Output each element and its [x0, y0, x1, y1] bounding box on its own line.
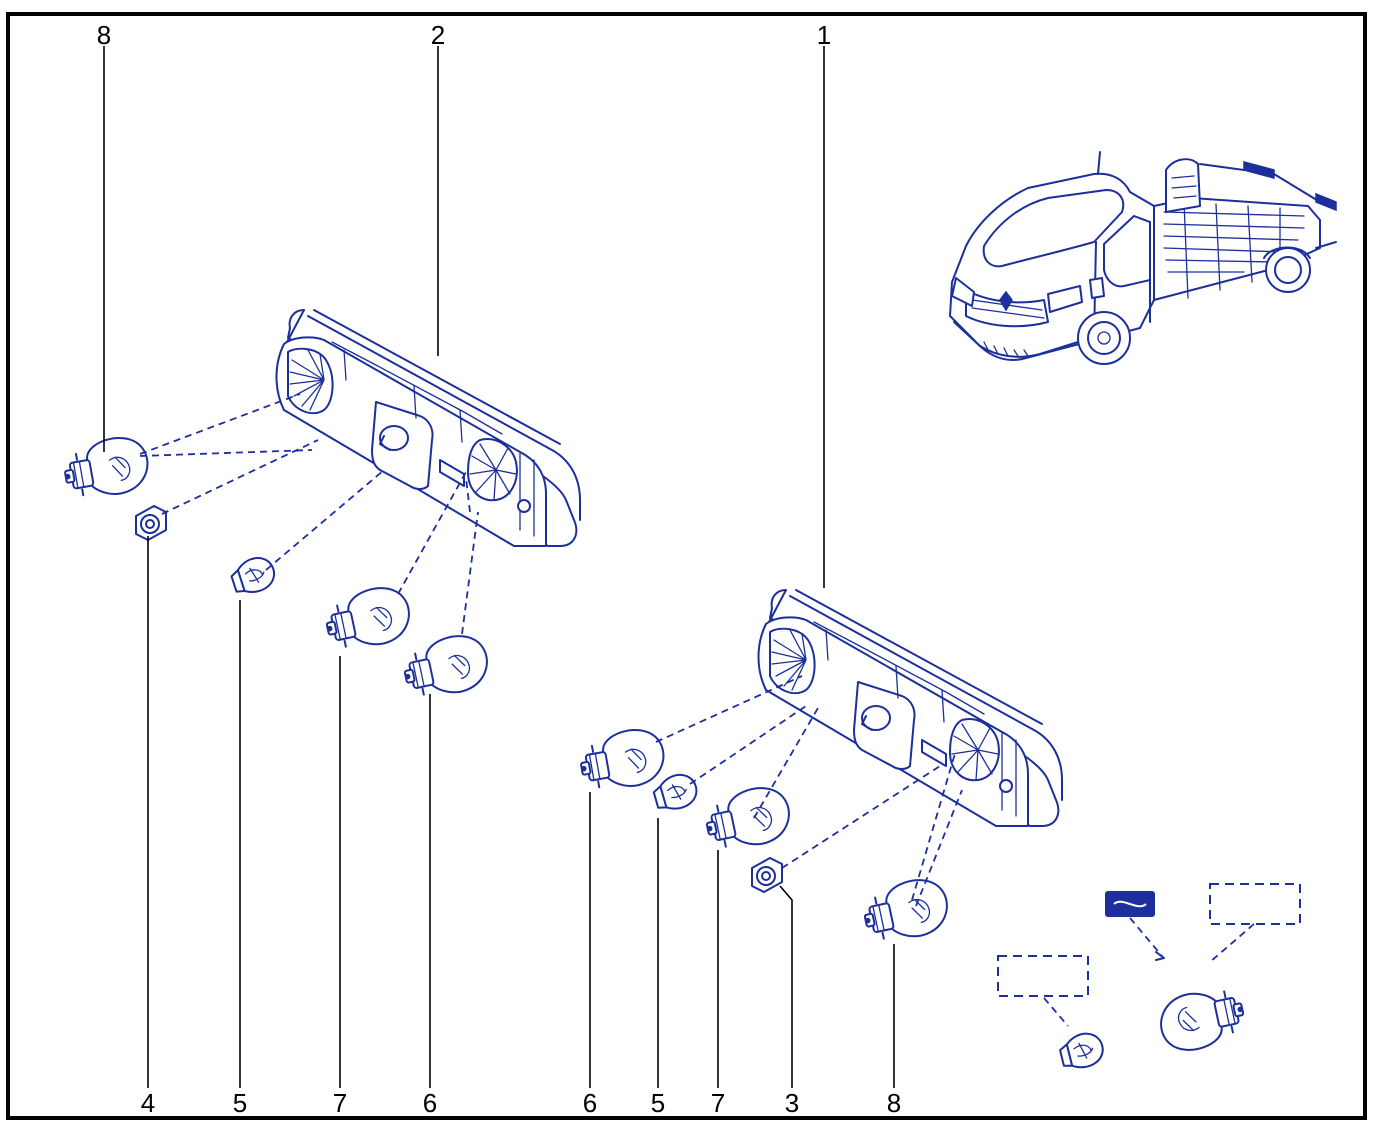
diagram-frame: [6, 12, 1367, 1120]
light-bulb-icon-7-left: [320, 581, 416, 656]
callout-8-bottom-right: 8: [887, 1088, 901, 1118]
legend-bulb-icon-large: [1154, 982, 1250, 1057]
callout-2-top: 2: [431, 20, 445, 50]
light-bulb-icon-6-right: [575, 724, 670, 796]
leader-lines: [103, 46, 895, 1088]
wedge-bulb-icon-5-left: [227, 552, 280, 599]
callout-5-bottom-left: 5: [233, 1088, 247, 1118]
light-bulb-icon-8-right: [858, 873, 954, 948]
assembly-lines-right: [655, 675, 963, 907]
bulb-holder-4: [135, 505, 167, 541]
chassis-cab-van-icon: [949, 151, 1337, 365]
callout-8-top-left: 8: [97, 20, 111, 50]
assembly-lines-left: [139, 393, 479, 635]
bulb-holder-3: [751, 857, 783, 893]
light-bulb-icon-8-left: [59, 432, 154, 504]
legend-box-top-right: [1209, 883, 1301, 925]
legend-bulb-icon-wedge: [1056, 1029, 1108, 1074]
callout-7-bottom-left: 7: [333, 1088, 347, 1118]
callout-numbers: 8 2 1 4 5 7 6 6 5 7 3 8: [97, 20, 901, 1118]
legend-box-bottom-left: [997, 955, 1089, 997]
callout-7-bottom-right: 7: [711, 1088, 725, 1118]
wedge-bulb-icon-5-right: [649, 769, 702, 815]
callout-6-bottom-right: 6: [583, 1088, 597, 1118]
callout-6-bottom-left: 6: [423, 1088, 437, 1118]
light-bulb-icon-6-left: [398, 629, 494, 704]
callout-5-bottom-right: 5: [651, 1088, 665, 1118]
rear-lamp-cluster-2: [275, 309, 581, 547]
callout-4-bottom: 4: [141, 1088, 155, 1118]
bulb-type-legend: [997, 883, 1301, 1027]
light-bulb-icon-7-right: [700, 781, 796, 856]
callout-3-bottom: 3: [785, 1088, 799, 1118]
callout-1-top: 1: [817, 20, 831, 50]
